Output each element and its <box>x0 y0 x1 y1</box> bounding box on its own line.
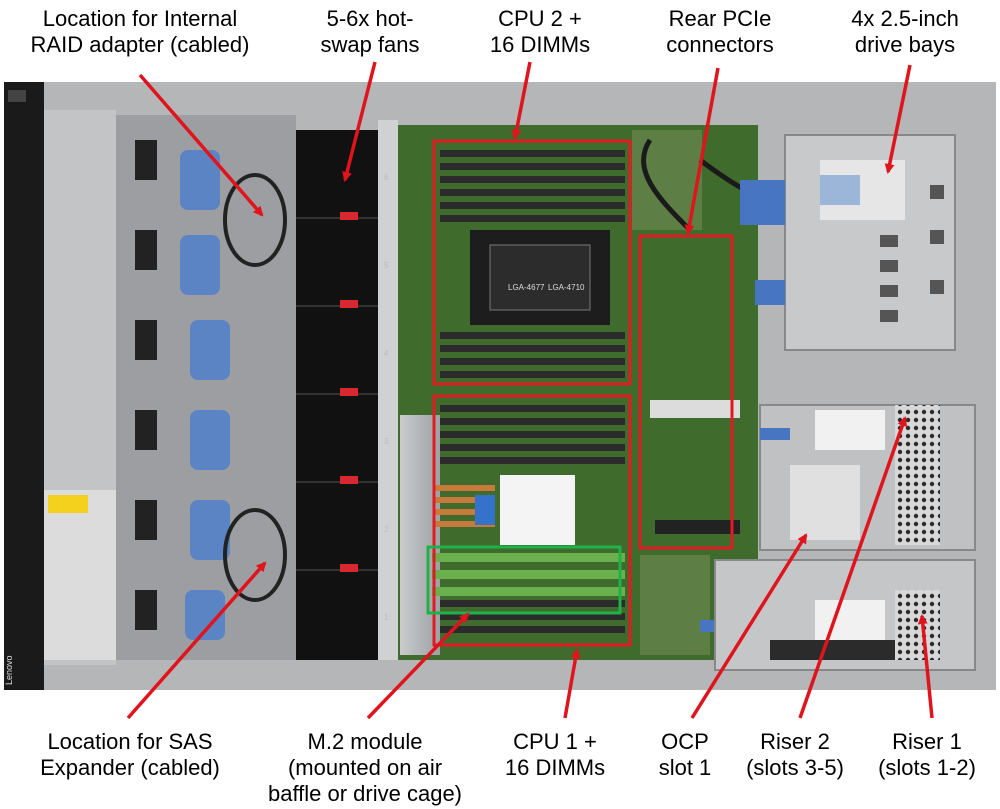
arrow-riser2 <box>798 416 908 719</box>
arrow-drives <box>884 64 912 174</box>
rear-pcie-highlight <box>638 234 734 550</box>
fan-number: 6 <box>384 173 389 182</box>
m2-highlight <box>426 545 622 615</box>
cpu1-dimm-highlight <box>432 394 632 647</box>
socket-text-1: LGA-4677 <box>508 283 545 292</box>
arrow-fans <box>342 61 377 182</box>
arrow-ocp <box>690 533 808 719</box>
fan-number: 4 <box>384 349 389 358</box>
fan-number: 3 <box>384 437 389 446</box>
fan-number: 5 <box>384 261 389 270</box>
front-bezel <box>4 82 44 690</box>
arrow-cpu2 <box>511 61 532 140</box>
arrow-pcie <box>684 67 720 235</box>
callout-arrows <box>126 61 934 720</box>
highlights <box>426 139 734 647</box>
label-fans: 5-6x hot-swap fans <box>320 6 420 57</box>
arrow-riser1 <box>917 614 934 719</box>
label-riser2: Riser 2(slots 3-5) <box>746 729 844 780</box>
socket-text-2: LGA-4710 <box>548 283 585 292</box>
chassis <box>4 82 996 690</box>
arrow-sas <box>126 561 267 720</box>
brand-text: Lenovo <box>4 655 14 685</box>
label-cpu1: CPU 1 +16 DIMMs <box>504 729 606 780</box>
fan-number: 2 <box>384 525 389 534</box>
label-riser1: Riser 1(slots 1-2) <box>878 729 976 780</box>
fan-number: 1 <box>384 613 389 622</box>
arrow-m2 <box>366 612 470 720</box>
arrow-raid <box>138 73 264 217</box>
label-cpu2: CPU 2 +16 DIMMs <box>489 6 591 57</box>
arrow-cpu1 <box>563 648 581 719</box>
cpu2-dimm-highlight <box>432 139 632 386</box>
